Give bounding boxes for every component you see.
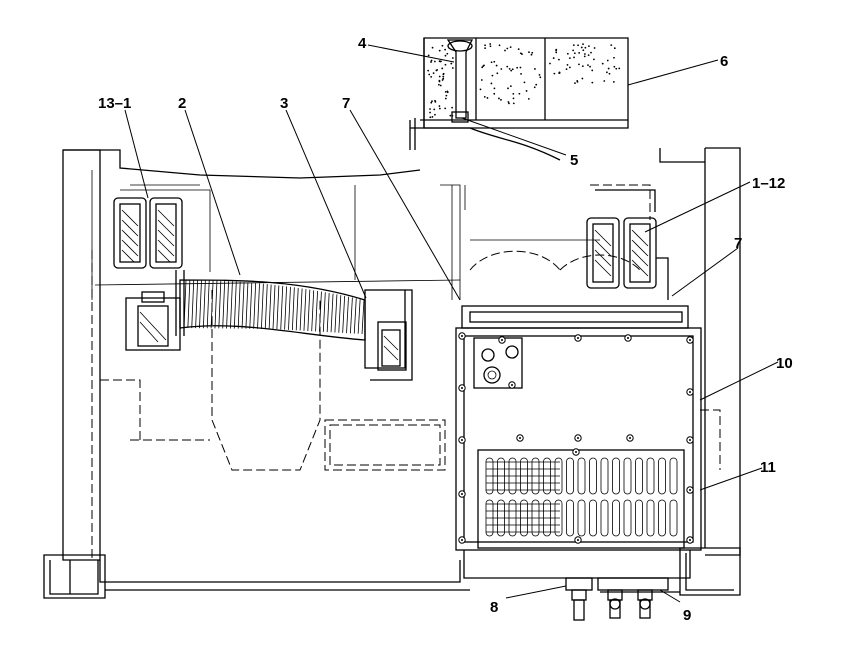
callout-4: 4 xyxy=(358,35,367,52)
callout-1-12: 1–12 xyxy=(752,175,785,192)
blower-texture xyxy=(427,43,621,119)
callout-6: 6 xyxy=(720,53,728,70)
leader-lines xyxy=(124,44,779,603)
panel-bolts xyxy=(458,332,694,544)
callout-2: 2 xyxy=(178,95,186,112)
panel-grille xyxy=(485,457,678,537)
callout-3: 3 xyxy=(280,95,288,112)
callout-7-left: 7 xyxy=(342,95,350,112)
right-duct-outlet xyxy=(364,289,413,381)
hidden-outlines xyxy=(91,184,721,560)
top-blower-assembly xyxy=(409,37,629,161)
callout-5: 5 xyxy=(570,152,578,169)
left-vent-pair xyxy=(113,197,183,269)
callout-7-right: 7 xyxy=(734,235,742,252)
callout-8: 8 xyxy=(490,599,498,616)
flex-hose xyxy=(175,270,366,341)
callout-11: 11 xyxy=(760,459,776,476)
callout-13-1: 13–1 xyxy=(98,95,131,112)
left-duct-outlet xyxy=(125,291,181,351)
bottom-fittings xyxy=(565,577,669,621)
right-vent-pair xyxy=(586,189,669,300)
control-panel xyxy=(455,305,702,579)
callout-9: 9 xyxy=(683,607,691,624)
callout-10: 10 xyxy=(776,355,793,372)
callout-labels: 13–1 2 3 7 4 6 5 1–12 7 10 11 8 9 xyxy=(98,35,793,624)
